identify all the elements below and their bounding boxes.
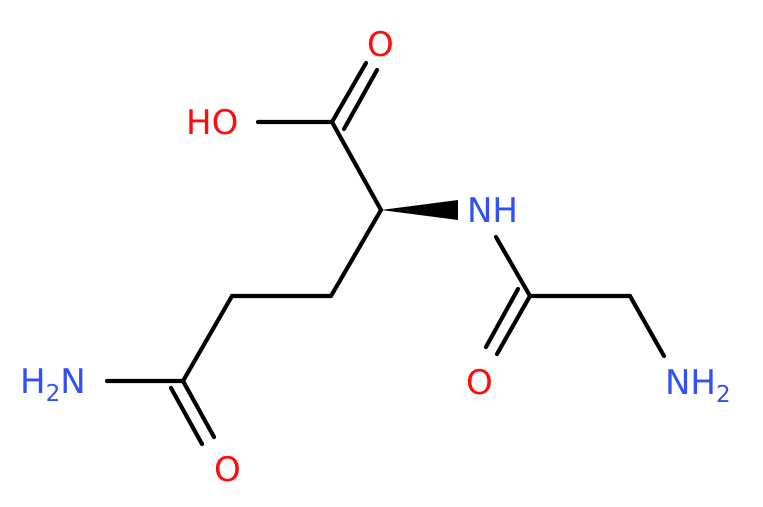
bond-ch2-nh2 [627,293,667,359]
wedge-bond-calpha-nh [381,200,458,220]
amide-nh2-label-left: H2N [20,362,86,407]
bond-cpep-o-a [494,293,533,357]
amide-oxygen-label-left: O [214,450,241,490]
nh-symbol: NH [665,363,716,403]
h-symbol: H [20,362,46,402]
subscript-2: 2 [716,382,731,408]
bond-co-double-a [329,60,369,125]
bond-camide-o-b [168,385,205,447]
bond-cgamma-camide [180,293,235,384]
peptide-oxygen-label: O [466,363,493,403]
bond-cpep-o-b [483,286,521,350]
hydroxyl-label: HO [186,103,238,143]
bond-co-double-b [341,67,380,132]
bond-camide-o-a [180,378,217,440]
terminal-nh2-label: NH2 [665,363,731,408]
carbonyl-oxygen-label: O [367,25,394,65]
amine-nh-label: NH [467,191,518,231]
bond-calpha-cbeta [328,207,384,299]
bond-nh-cpep [493,234,533,299]
subscript-2: 2 [46,381,61,407]
bond-c-calpha [329,119,384,213]
bonds [104,60,667,447]
n-symbol: N [60,362,85,402]
atom-labels: HO O NH H2N O O NH2 [20,25,731,490]
